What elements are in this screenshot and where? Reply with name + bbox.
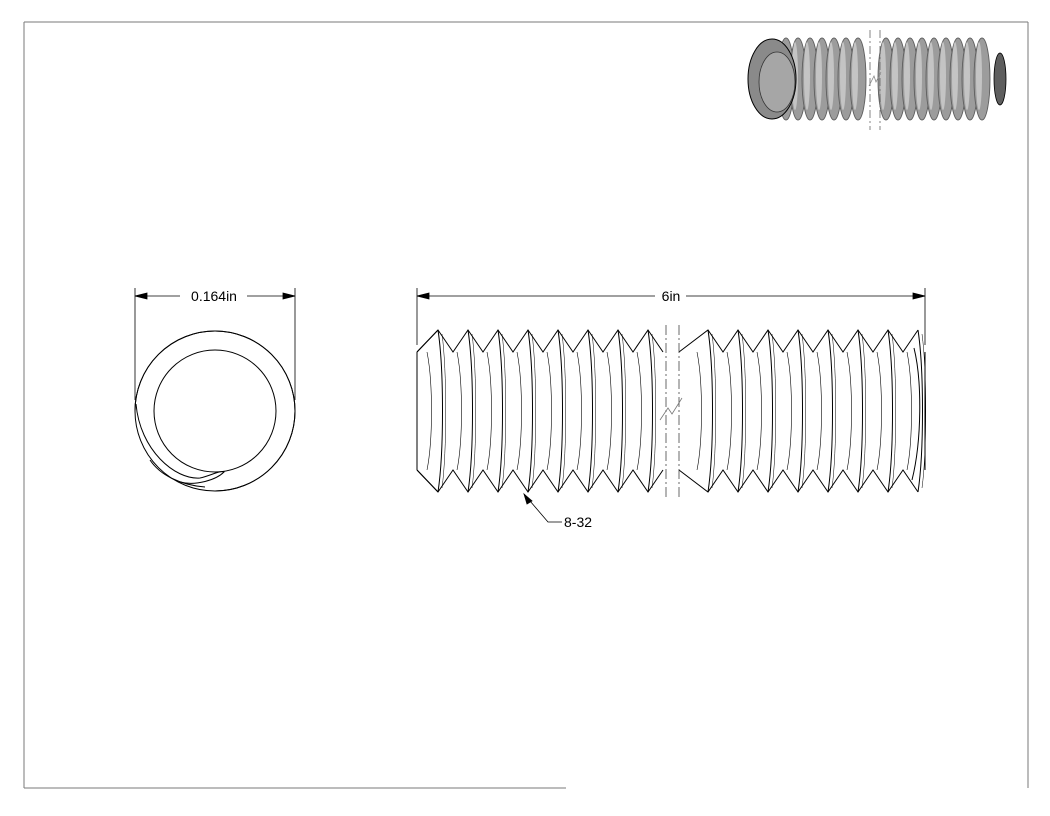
thread-crest-line	[827, 329, 833, 493]
iso-thread-highlight	[976, 42, 982, 110]
thread-flank-line	[771, 333, 776, 489]
thread-root-line	[546, 351, 552, 471]
iso-thread-highlight	[964, 42, 970, 110]
thread-crest-line	[617, 329, 623, 493]
thread-root-line	[606, 351, 612, 471]
thread-crest-line	[857, 329, 863, 493]
thread-crest-line	[767, 329, 773, 493]
iso-thread-highlight	[940, 42, 946, 110]
iso-thread-highlight	[828, 42, 834, 110]
end-view-dimension	[134, 288, 296, 400]
end-view	[134, 330, 296, 492]
thread-root-line	[576, 351, 582, 471]
thread-flank-line	[711, 333, 716, 489]
iso-thread-highlight	[804, 42, 810, 110]
side-view	[416, 325, 926, 497]
thread-root-line	[756, 351, 762, 471]
thread-crest-line	[647, 329, 653, 493]
thread-flank-line	[651, 333, 656, 489]
thread-root-line	[456, 351, 462, 471]
thread-root-line	[696, 351, 702, 471]
end-view-inner-circle	[153, 349, 277, 473]
iso-thread-highlight	[852, 42, 858, 110]
side-break-mark	[659, 397, 683, 421]
thread-bottom-profile	[416, 469, 664, 493]
iso-thread-highlight	[904, 42, 910, 110]
iso-thread-highlight	[952, 42, 958, 110]
sheet-border	[23, 21, 1029, 789]
iso-left-face-inner	[758, 51, 796, 113]
iso-thread-crests-right	[877, 37, 991, 121]
thread-flank-line	[561, 333, 566, 489]
thread-top-profile	[678, 329, 919, 353]
length-dimension-label: 6in	[662, 288, 681, 304]
thread-flank-line	[861, 333, 866, 489]
side-view-threads-right	[678, 329, 926, 493]
thread-flank-line	[741, 333, 746, 489]
end-view-thread-start	[135, 403, 225, 484]
side-view-threads-left	[416, 329, 664, 493]
thread-crest-line	[887, 329, 893, 493]
thread-crest-line	[587, 329, 593, 493]
thread-root-line	[906, 351, 912, 471]
iso-thread-highlight	[892, 42, 898, 110]
thread-crest-line	[437, 329, 443, 493]
end-view-thread-tail	[149, 459, 206, 488]
thread-crest-line	[497, 329, 503, 493]
end-view-thread-spiral	[134, 330, 296, 492]
thread-root-line	[516, 351, 522, 471]
thread-root-line	[486, 351, 492, 471]
side-view-left-chamfer-bottom	[416, 469, 439, 493]
thread-crest-line	[737, 329, 743, 493]
thread-bottom-profile	[678, 469, 919, 493]
iso-thread-highlight	[916, 42, 922, 110]
thread-root-line	[426, 351, 432, 471]
thread-root-line	[876, 351, 882, 471]
length-dimension	[416, 288, 926, 345]
thread-root-line	[636, 351, 642, 471]
thread-flank-line	[471, 333, 476, 489]
end-view-outer-circle	[134, 330, 296, 492]
thread-flank-line	[501, 333, 506, 489]
thread-root-line	[846, 351, 852, 471]
thread-flank-line	[621, 333, 626, 489]
iso-thread-highlight	[816, 42, 822, 110]
thread-flank-line	[891, 333, 896, 489]
isometric-view	[747, 30, 1007, 130]
iso-thread-highlight	[928, 42, 934, 110]
iso-break-mark	[868, 71, 882, 87]
thread-flank-line	[591, 333, 596, 489]
thread-root-line	[786, 351, 792, 471]
thread-root-line	[726, 351, 732, 471]
thread-crest-line	[527, 329, 533, 493]
thread-crest-line	[467, 329, 473, 493]
thread-crest-line	[707, 329, 713, 493]
side-view-left-chamfer-top	[416, 329, 439, 353]
thread-root-line	[816, 351, 822, 471]
iso-thread-highlight	[840, 42, 846, 110]
thread-flank-line	[441, 333, 446, 489]
thread-crest-line	[557, 329, 563, 493]
iso-thread-highlight	[880, 42, 886, 110]
thread-callout-leader	[523, 492, 562, 523]
thread-crest-line	[917, 329, 923, 493]
thread-flank-line	[531, 333, 536, 489]
end-view-dimension-label: 0.164in	[191, 288, 237, 304]
iso-right-end	[993, 52, 1007, 106]
thread-flank-line	[801, 333, 806, 489]
thread-flank-line	[831, 333, 836, 489]
side-view-right-taper	[911, 347, 921, 481]
thread-crest-line	[797, 329, 803, 493]
thread-callout-label: 8-32	[564, 514, 592, 530]
thread-top-profile	[416, 329, 664, 353]
thread-flank-line	[921, 333, 926, 489]
